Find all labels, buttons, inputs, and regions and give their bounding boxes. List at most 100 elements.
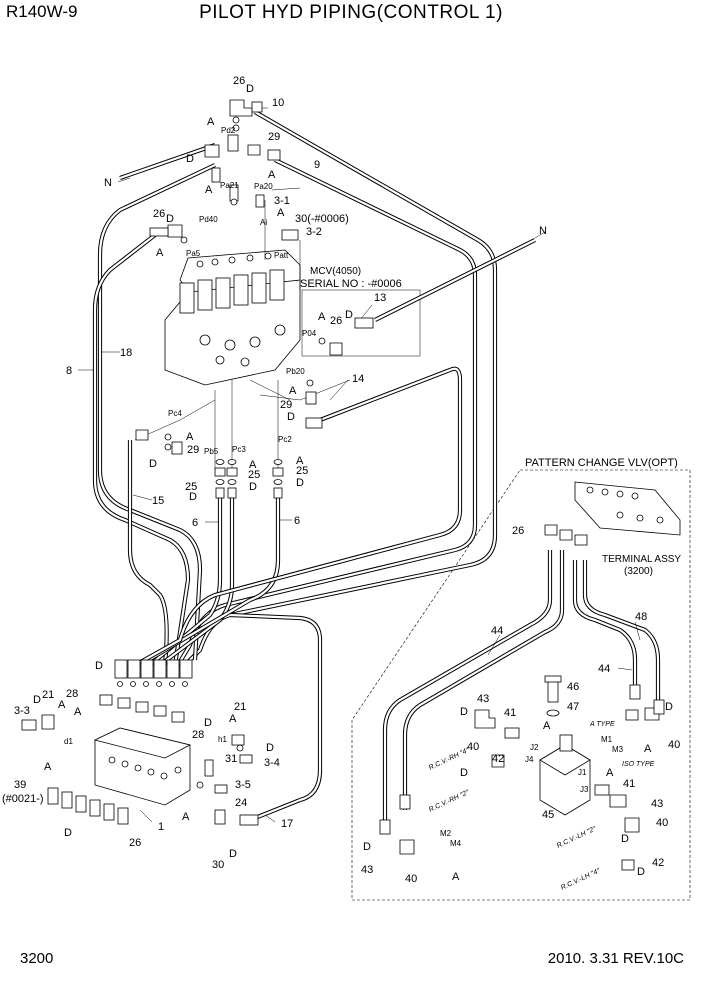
callout-3-3: 3-3 (14, 705, 30, 717)
port-m1: M1 (601, 735, 613, 744)
callout-a: A (44, 761, 52, 773)
callouts-lower: D 28 A 28 D 3-3 D 21 A d1 21 A h1 D 31 3… (2, 660, 293, 871)
callout-43: 43 (651, 798, 663, 810)
terminal-assy-label: TERMINAL ASSY (602, 554, 681, 565)
port-j2: J2 (530, 743, 539, 752)
port-h1: h1 (218, 735, 227, 744)
callout-n: N (104, 177, 112, 189)
callout-9: 9 (314, 159, 320, 171)
callout-a: A (205, 184, 213, 196)
callout-a: A (289, 385, 297, 397)
callout-17: 17 (281, 818, 293, 830)
lower-manifold (21, 659, 259, 826)
callout-26: 26 (233, 75, 245, 87)
callout-28: 28 (192, 729, 204, 741)
callout-40: 40 (668, 739, 680, 751)
model-code: R140W-9 (6, 2, 78, 21)
callout-d: D (637, 866, 645, 878)
callout-a: A (543, 720, 551, 732)
rcv-lh4-label: R.C.V.-LH "4" (560, 867, 602, 891)
callout-3-1: 3-1 (274, 195, 290, 207)
port-pa21: Pa21 (220, 181, 239, 190)
main-control-valve (164, 249, 301, 386)
callout-a: A (249, 459, 257, 471)
callout-d: D (204, 717, 212, 729)
callout-25: 25 (185, 481, 197, 493)
callout-31: 31 (225, 753, 237, 765)
serial-no-frame (301, 289, 421, 357)
callout-3-2: 3-2 (306, 226, 322, 238)
pattern-change-valve (379, 481, 681, 871)
callout-d: D (287, 411, 295, 423)
callout-d: D (229, 848, 237, 860)
callout-42: 42 (492, 753, 504, 765)
port-patt: Patt (274, 251, 289, 260)
callout-40: 40 (405, 873, 417, 885)
port-pa20: Pa20 (254, 182, 273, 191)
callout-24: 24 (235, 797, 247, 809)
port-j4: J4 (525, 755, 534, 764)
callout-d: D (186, 153, 194, 165)
port-d1: d1 (64, 737, 73, 746)
callout-26: 26 (330, 315, 342, 327)
serial-label: SERIAL NO : -#0006 (300, 278, 402, 290)
callout-a: A (452, 871, 460, 883)
callout-29: 29 (280, 399, 292, 411)
callout-25: 25 (296, 465, 308, 477)
callout-d: D (345, 309, 353, 321)
callout-45: 45 (542, 809, 554, 821)
callout-a: A (156, 247, 164, 259)
iso-type-label: ISO TYPE (622, 761, 655, 768)
callout-d: D (665, 701, 673, 713)
port-pc2: Pc2 (278, 435, 292, 444)
callout-3-4: 3-4 (264, 757, 280, 769)
port-j3: J3 (580, 785, 589, 794)
callout-d: D (149, 458, 157, 470)
callout-21: 21 (234, 701, 246, 713)
callout-48: 48 (635, 611, 647, 623)
callout-10: 10 (272, 97, 284, 109)
port-m2: M2 (440, 829, 452, 838)
port-pb20: Pb20 (286, 367, 305, 376)
callout-21: 21 (42, 689, 54, 701)
callout-39: 39 (14, 779, 26, 791)
callout-29: 29 (187, 444, 199, 456)
port-pa5: Pa5 (186, 249, 201, 258)
callout-15: 15 (152, 495, 164, 507)
callout-26: 26 (512, 525, 524, 537)
callout-d: D (166, 213, 174, 225)
callout-29: 29 (268, 131, 280, 143)
leader-lines (78, 107, 641, 823)
callout-a: A (182, 811, 190, 823)
callout-41: 41 (504, 707, 516, 719)
callout-44: 44 (491, 625, 503, 637)
callout-43: 43 (361, 864, 373, 876)
callout-40: 40 (467, 741, 479, 753)
fittings-upper (135, 99, 374, 455)
callout-28: 28 (66, 688, 78, 700)
callout-d: D (249, 481, 257, 493)
callout-a: A (229, 713, 237, 725)
fitting-stacks (214, 459, 284, 499)
callout-d: D (266, 742, 274, 754)
port-m4: M4 (450, 839, 462, 848)
callout-d: D (64, 827, 72, 839)
callout-26: 26 (153, 208, 165, 220)
callouts-upper: 26 D 10 A Pd2 29 N D 9 A A Pa21 Pa20 3-1… (66, 75, 547, 529)
port-pd2: Pd2 (221, 126, 236, 135)
rcv-lh2-label: R.C.V.-LH "2" (556, 825, 598, 849)
mcv-label: MCV(4050) (310, 266, 361, 277)
pattern-change-valve-frame (351, 469, 691, 901)
port-pd40: Pd40 (199, 215, 218, 224)
callout-a: A (296, 455, 304, 467)
callout-8: 8 (66, 365, 72, 377)
callout-13: 13 (374, 292, 386, 304)
port-pc4: Pc4 (168, 409, 182, 418)
rcv-rh2-label: R.C.V.-RH "2" (428, 789, 471, 814)
port-ai: Ai (260, 218, 267, 227)
callout-d: D (621, 833, 629, 845)
callout-14: 14 (352, 373, 364, 385)
callout-25: 25 (248, 469, 260, 481)
terminal-assy-number: (3200) (624, 566, 653, 577)
